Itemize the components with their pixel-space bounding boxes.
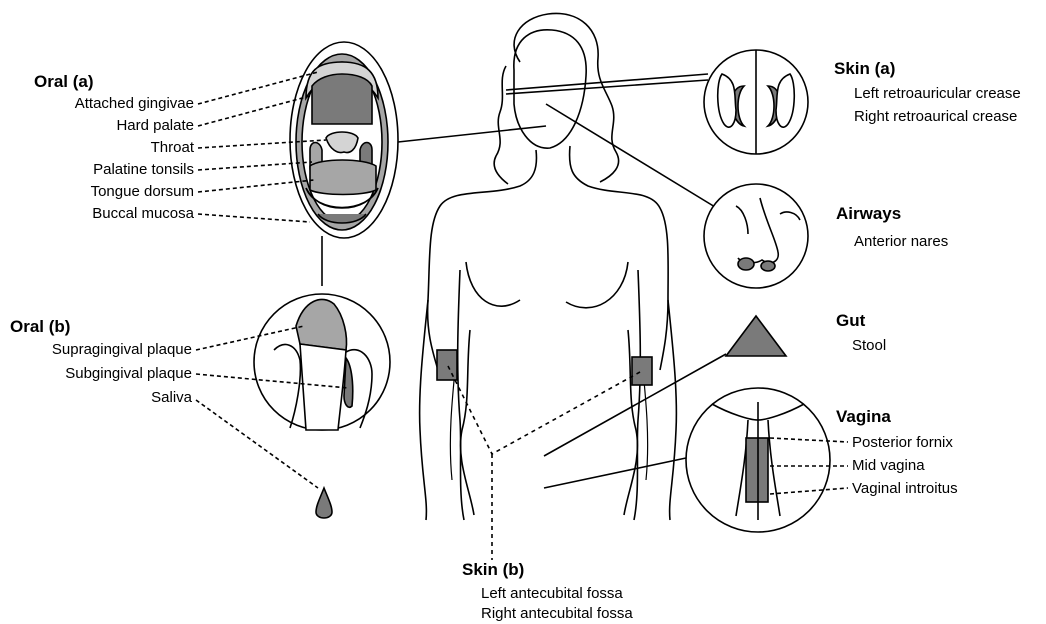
- oral-a-site: Attached gingivae: [75, 95, 194, 113]
- oral-b-site: Subgingival plaque: [65, 365, 192, 383]
- oral-a-heading: Oral (a): [34, 73, 94, 91]
- vagina-site: Vaginal introitus: [852, 480, 958, 498]
- oral-b-site: Supragingival plaque: [52, 341, 192, 359]
- ears-illustration: [704, 50, 808, 154]
- vagina-heading: Vagina: [836, 408, 891, 426]
- oral-a-site: Palatine tonsils: [93, 161, 194, 179]
- vagina-site: Mid vagina: [852, 457, 925, 475]
- skin-a-site: Right retroaurical crease: [854, 108, 1017, 126]
- skin-a-site: Left retroauricular crease: [854, 85, 1021, 103]
- skin-b-site: Right antecubital fossa: [481, 605, 633, 623]
- left-antecubital-patch: [437, 350, 457, 380]
- skin-b-connectors: [448, 366, 640, 560]
- right-antecubital-patch: [632, 357, 652, 385]
- vagina-illustration: [686, 388, 830, 532]
- gut-triangle: [726, 316, 786, 356]
- airways-site: Anterior nares: [854, 233, 948, 251]
- skin-b-heading: Skin (b): [462, 561, 524, 579]
- saliva-drop: [316, 488, 332, 518]
- gut-site: Stool: [852, 337, 886, 355]
- oral-a-site: Throat: [151, 139, 194, 157]
- airways-heading: Airways: [836, 205, 901, 223]
- oral-b-heading: Oral (b): [10, 318, 70, 336]
- oral-a-site: Tongue dorsum: [91, 183, 194, 201]
- skin-b-site: Left antecubital fossa: [481, 585, 623, 603]
- oral-b-site: Saliva: [151, 389, 192, 407]
- body-silhouette: [420, 13, 677, 520]
- gut-heading: Gut: [836, 312, 865, 330]
- mouth-illustration: [290, 42, 398, 238]
- skin-a-heading: Skin (a): [834, 60, 895, 78]
- vagina-site: Posterior fornix: [852, 434, 953, 452]
- nose-illustration: [704, 184, 808, 288]
- tooth-illustration: [254, 294, 390, 430]
- oral-a-site: Buccal mucosa: [92, 205, 194, 223]
- oral-a-site: Hard palate: [116, 117, 194, 135]
